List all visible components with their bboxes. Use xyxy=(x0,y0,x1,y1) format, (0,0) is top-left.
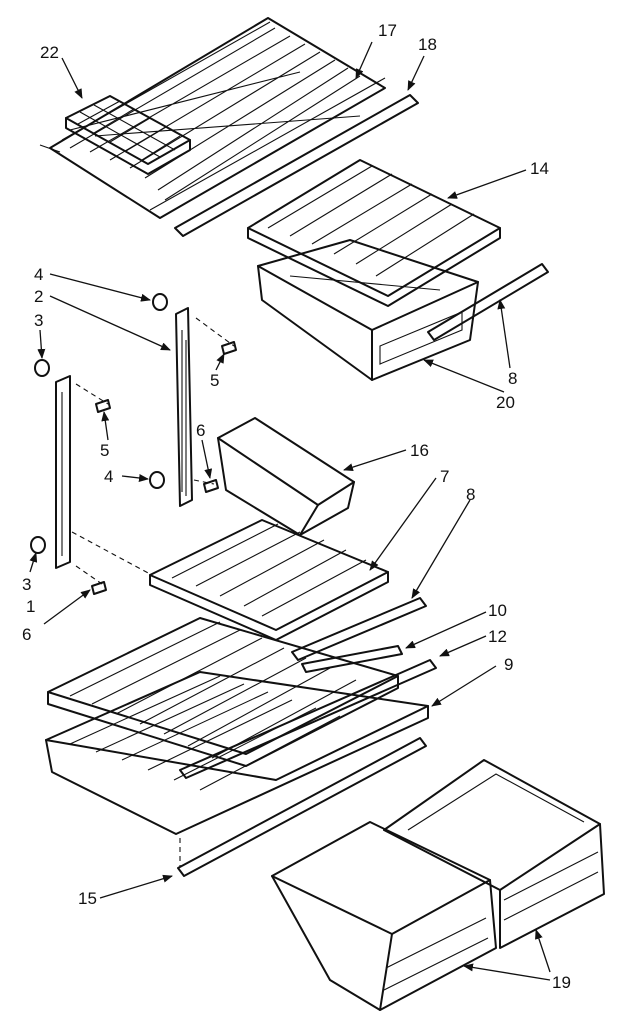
callout-3-upper: 3 xyxy=(34,311,43,330)
callout-3-lower: 3 xyxy=(22,575,31,594)
callout-9: 9 xyxy=(504,655,513,674)
callout-6-lower: 6 xyxy=(22,625,31,644)
right-shelf-bracket xyxy=(175,307,193,507)
crisper-cover-shelf xyxy=(247,159,501,307)
callout-17: 17 xyxy=(378,21,397,40)
ice-cube-tray xyxy=(65,95,191,175)
shelf-rail xyxy=(149,77,419,237)
callout-1: 1 xyxy=(26,597,35,616)
callout-8-upper: 8 xyxy=(508,369,517,388)
leader-lines xyxy=(29,41,551,981)
callout-5-right: 5 xyxy=(210,371,219,390)
callout-18: 18 xyxy=(418,35,437,54)
callout-8-lower: 8 xyxy=(466,485,475,504)
bracket-hardware xyxy=(30,293,237,595)
callout-15: 15 xyxy=(78,889,97,908)
callout-14: 14 xyxy=(530,159,549,178)
callout-20: 20 xyxy=(496,393,515,412)
callout-16: 16 xyxy=(410,441,429,460)
callout-5-left: 5 xyxy=(100,441,109,460)
shelf-trims xyxy=(291,597,427,673)
callout-10: 10 xyxy=(488,601,507,620)
middle-glass-shelf xyxy=(149,519,389,641)
callout-6-upper: 6 xyxy=(196,421,205,440)
deli-drawer-rail xyxy=(427,263,549,341)
callout-12: 12 xyxy=(488,627,507,646)
callout-19: 19 xyxy=(552,973,571,992)
callout-4-upper: 4 xyxy=(34,265,43,284)
callout-labels: 22 17 18 14 4 2 3 5 8 20 5 6 16 4 7 8 3 … xyxy=(22,21,571,992)
callout-2: 2 xyxy=(34,287,43,306)
crisper-drawers xyxy=(271,759,605,1011)
crisper-cover xyxy=(45,659,437,835)
deli-drawer xyxy=(257,239,479,381)
utility-bin xyxy=(217,417,355,536)
callout-22: 22 xyxy=(40,43,59,62)
crisper-rail xyxy=(177,737,427,877)
freezer-wire-shelf xyxy=(39,17,386,219)
left-shelf-bracket xyxy=(55,375,71,569)
alignment-dashline xyxy=(71,531,151,575)
callout-4-lower: 4 xyxy=(104,467,113,486)
callout-7: 7 xyxy=(440,467,449,486)
